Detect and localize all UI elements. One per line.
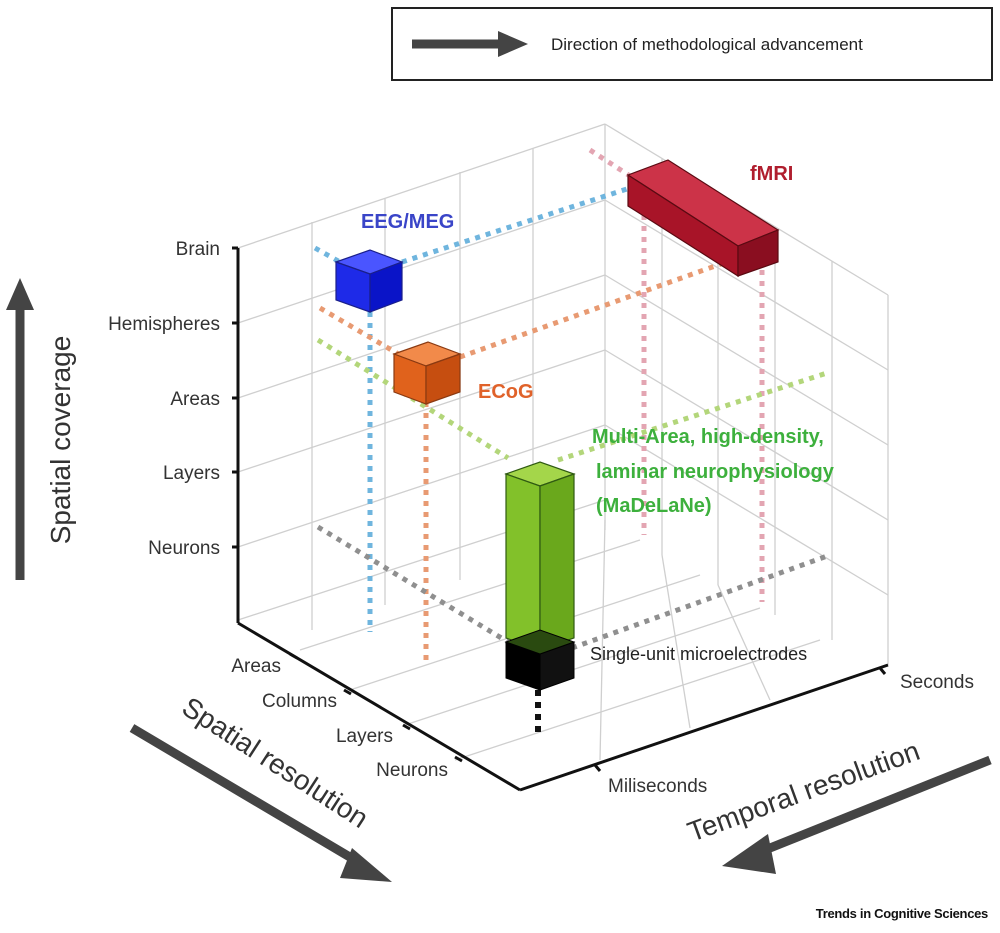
single-unit-column [504, 629, 576, 691]
single-unit-label: Single-unit microelectrodes [590, 644, 807, 664]
tick-hemispheres: Hemispheres [108, 314, 220, 335]
madelane-column [504, 461, 576, 651]
eeg-meg-cube [334, 249, 404, 313]
temporal-resolution-arrow [722, 755, 992, 874]
spatial-resolution-ticks: Areas Columns Layers Neurons [231, 656, 448, 781]
arrow-down-left-icon [722, 834, 776, 874]
arrow-right-icon [498, 31, 528, 57]
ecog-cube [392, 341, 462, 405]
tick-layers: Layers [163, 463, 220, 484]
spatial-coverage-title: Spatial coverage [45, 336, 76, 545]
tick-res-areas: Areas [231, 656, 281, 677]
madelane-label-line1: Multi-Area, high-density, [592, 426, 824, 448]
tick-seconds: Seconds [900, 672, 974, 693]
fmri-bar [626, 159, 780, 278]
tick-brain: Brain [176, 239, 220, 260]
legend-box: Direction of methodological advancement [391, 7, 993, 81]
tick-marks [232, 246, 887, 772]
tick-neurons: Neurons [148, 538, 220, 559]
spatial-coverage-arrow [6, 278, 34, 580]
tick-res-layers: Layers [336, 726, 393, 747]
tick-res-columns: Columns [262, 691, 337, 712]
tick-areas: Areas [170, 389, 220, 410]
tick-miliseconds: Miliseconds [608, 776, 707, 797]
arrow-up-icon [6, 278, 34, 310]
eeg-meg-label: EEG/MEG [361, 211, 454, 233]
arrow-down-right-icon [340, 848, 392, 882]
fmri-label: fMRI [750, 163, 793, 185]
axes [236, 248, 889, 792]
madelane-label-line2: laminar neurophysiology [596, 461, 835, 483]
legend-text: Direction of methodological advancement [551, 35, 863, 54]
ecog-label: ECoG [478, 381, 534, 403]
tick-res-neurons: Neurons [376, 760, 448, 781]
journal-credit: Trends in Cognitive Sciences [816, 906, 988, 921]
spatial-resolution-arrow [129, 724, 392, 882]
spatial-coverage-ticks: Brain Hemispheres Areas Layers Neurons [108, 239, 220, 559]
madelane-label-line3: (MaDeLaNe) [596, 495, 712, 517]
